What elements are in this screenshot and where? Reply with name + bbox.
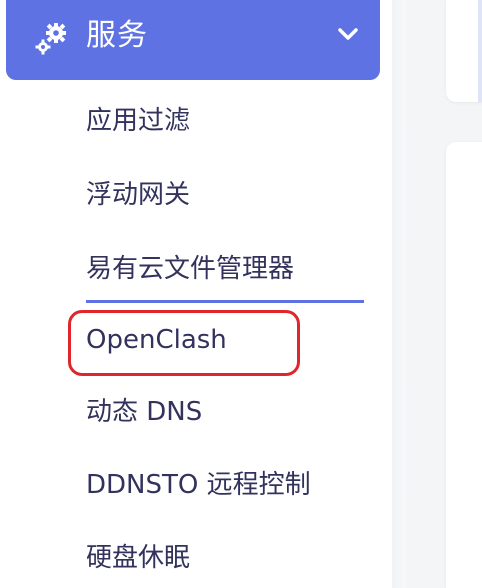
gears-icon <box>35 23 66 55</box>
sidebar-shadow <box>392 0 406 588</box>
menu-services-label: 服务 <box>86 18 148 53</box>
content-card-top <box>446 0 482 102</box>
sidebar-item-ddnsto[interactable]: DDNSTO 远程控制 <box>86 470 311 500</box>
content-card-top-accent <box>478 0 482 102</box>
sidebar-item-openclash[interactable]: OpenClash <box>86 325 227 355</box>
menu-services-header[interactable]: 服务 <box>6 0 380 80</box>
sidebar: 服务 应用过滤 浮动网关 易有云文件管理器 OpenClash 动态 DNS D… <box>6 0 380 573</box>
sidebar-item-disk-sleep[interactable]: 硬盘休眠 <box>86 543 191 573</box>
sidebar-item-file-manager[interactable]: 易有云文件管理器 <box>86 254 295 284</box>
active-item-underline <box>86 300 364 303</box>
sidebar-item-floating-gateway[interactable]: 浮动网关 <box>86 180 191 210</box>
sidebar-item-ddns[interactable]: 动态 DNS <box>86 397 203 427</box>
sidebar-item-app-filter[interactable]: 应用过滤 <box>86 106 191 136</box>
content-card-bottom <box>446 142 482 588</box>
openclash-highlight-box <box>68 310 300 376</box>
chevron-down-icon[interactable] <box>336 22 360 46</box>
